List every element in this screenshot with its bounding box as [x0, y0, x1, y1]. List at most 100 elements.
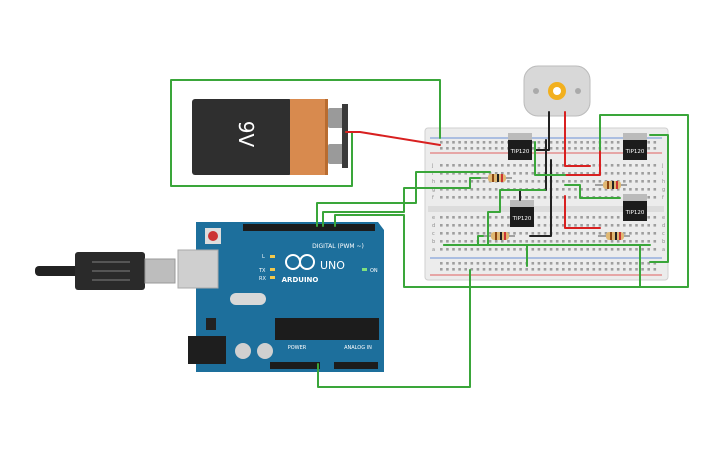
breadboard-hole: [641, 164, 644, 167]
breadboard-hole: [531, 172, 535, 175]
breadboard-hole: [452, 248, 455, 251]
breadboard-hole: [464, 196, 467, 199]
breadboard-hole: [458, 147, 461, 150]
breadboard-hole: [494, 141, 498, 144]
breadboard-hole: [549, 262, 553, 265]
breadboard-hole: [592, 262, 596, 265]
breadboard-hole: [568, 224, 571, 227]
breadboard-hole: [623, 262, 626, 265]
breadboard-hole: [647, 180, 650, 183]
breadboard-hole: [476, 216, 480, 219]
breadboard-hole: [488, 172, 492, 175]
breadboard-hole: [568, 172, 571, 175]
breadboard-hole: [440, 164, 443, 167]
breadboard-hole: [452, 224, 455, 227]
breadboard-hole: [488, 164, 492, 167]
breadboard-hole: [623, 268, 626, 271]
breadboard-hole: [446, 232, 449, 235]
breadboard-hole: [446, 240, 449, 243]
breadboard-hole: [476, 188, 480, 191]
breadboard-hole: [452, 240, 455, 243]
breadboard-hole: [446, 196, 449, 199]
breadboard-hole: [623, 188, 626, 191]
breadboard-hole: [440, 141, 443, 144]
breadboard-hole: [653, 216, 657, 219]
breadboard-hole: [568, 240, 571, 243]
row-letter: e: [662, 215, 665, 221]
breadboard-hole: [604, 172, 608, 175]
breadboard-hole: [598, 268, 602, 271]
breadboard-hole: [482, 216, 486, 219]
breadboard-hole: [513, 268, 516, 271]
breadboard-hole: [446, 248, 449, 251]
breadboard-hole: [507, 240, 510, 243]
resistor-2: [595, 181, 627, 189]
breadboard-hole: [537, 268, 541, 271]
wire-motor-red: [564, 111, 591, 167]
wire-left-bus: [439, 177, 481, 189]
analog-header-label: ANALOG IN: [344, 345, 372, 351]
breadboard-hole: [562, 147, 565, 150]
breadboard-hole: [537, 147, 541, 150]
breadboard-hole: [574, 224, 577, 227]
breadboard-hole: [610, 268, 614, 271]
breadboard-hole: [562, 248, 565, 251]
breadboard-hole: [586, 147, 589, 150]
reset-button[interactable]: [208, 231, 218, 241]
breadboard-hole: [513, 262, 516, 265]
breadboard-hole: [507, 262, 510, 265]
breadboard-hole: [470, 188, 474, 191]
breadboard-hole: [507, 164, 510, 167]
breadboard-hole: [519, 268, 522, 271]
breadboard-hole: [470, 262, 474, 265]
transistor-body: [510, 207, 534, 227]
breadboard-hole: [525, 196, 528, 199]
breadboard-hole: [458, 188, 461, 191]
breadboard-hole: [592, 268, 596, 271]
breadboard-hole: [653, 188, 657, 191]
capacitor: [257, 343, 273, 359]
breadboard-hole: [464, 188, 467, 191]
wire-right-inner: [649, 134, 669, 263]
breadboard-hole: [543, 232, 547, 235]
breadboard-hole: [494, 268, 498, 271]
breadboard-hole: [537, 196, 541, 199]
breadboard-hole: [488, 268, 492, 271]
breadboard-hole: [623, 172, 626, 175]
wire-digital-3: [334, 214, 641, 288]
breadboard-hole: [610, 240, 614, 243]
breadboard-hole: [635, 172, 638, 175]
breadboard-hole: [464, 268, 467, 271]
breadboard-hole: [440, 232, 443, 235]
breadboard-hole: [440, 248, 443, 251]
breadboard-hole: [568, 216, 571, 219]
wire-battery-positive: [345, 131, 441, 146]
breadboard-hole: [494, 240, 498, 243]
breadboard-hole: [458, 248, 461, 251]
arduino-usb-port: [177, 249, 219, 289]
breadboard-hole: [476, 141, 480, 144]
breadboard-hole: [623, 180, 626, 183]
breadboard-hole: [446, 216, 449, 219]
breadboard-hole: [647, 141, 650, 144]
motor-shaft: [553, 87, 561, 95]
breadboard-hole: [476, 262, 480, 265]
row-letter: b: [662, 239, 665, 245]
breadboard-hole: [604, 224, 608, 227]
breadboard-hole: [488, 196, 492, 199]
resistor-band: [607, 181, 609, 189]
breadboard-hole: [458, 224, 461, 227]
breadboard-hole: [616, 248, 620, 251]
breadboard-hole: [574, 196, 577, 199]
breadboard-hole: [494, 262, 498, 265]
breadboard-hole: [580, 216, 583, 219]
transistor-3: TIP120: [510, 200, 534, 227]
breadboard-hole: [537, 141, 541, 144]
breadboard-hole: [519, 180, 522, 183]
resistor-band: [492, 174, 494, 182]
breadboard-hole: [604, 216, 608, 219]
breadboard-hole: [482, 224, 486, 227]
transistor-1-label: TIP120: [510, 149, 530, 155]
breadboard-hole: [604, 188, 608, 191]
